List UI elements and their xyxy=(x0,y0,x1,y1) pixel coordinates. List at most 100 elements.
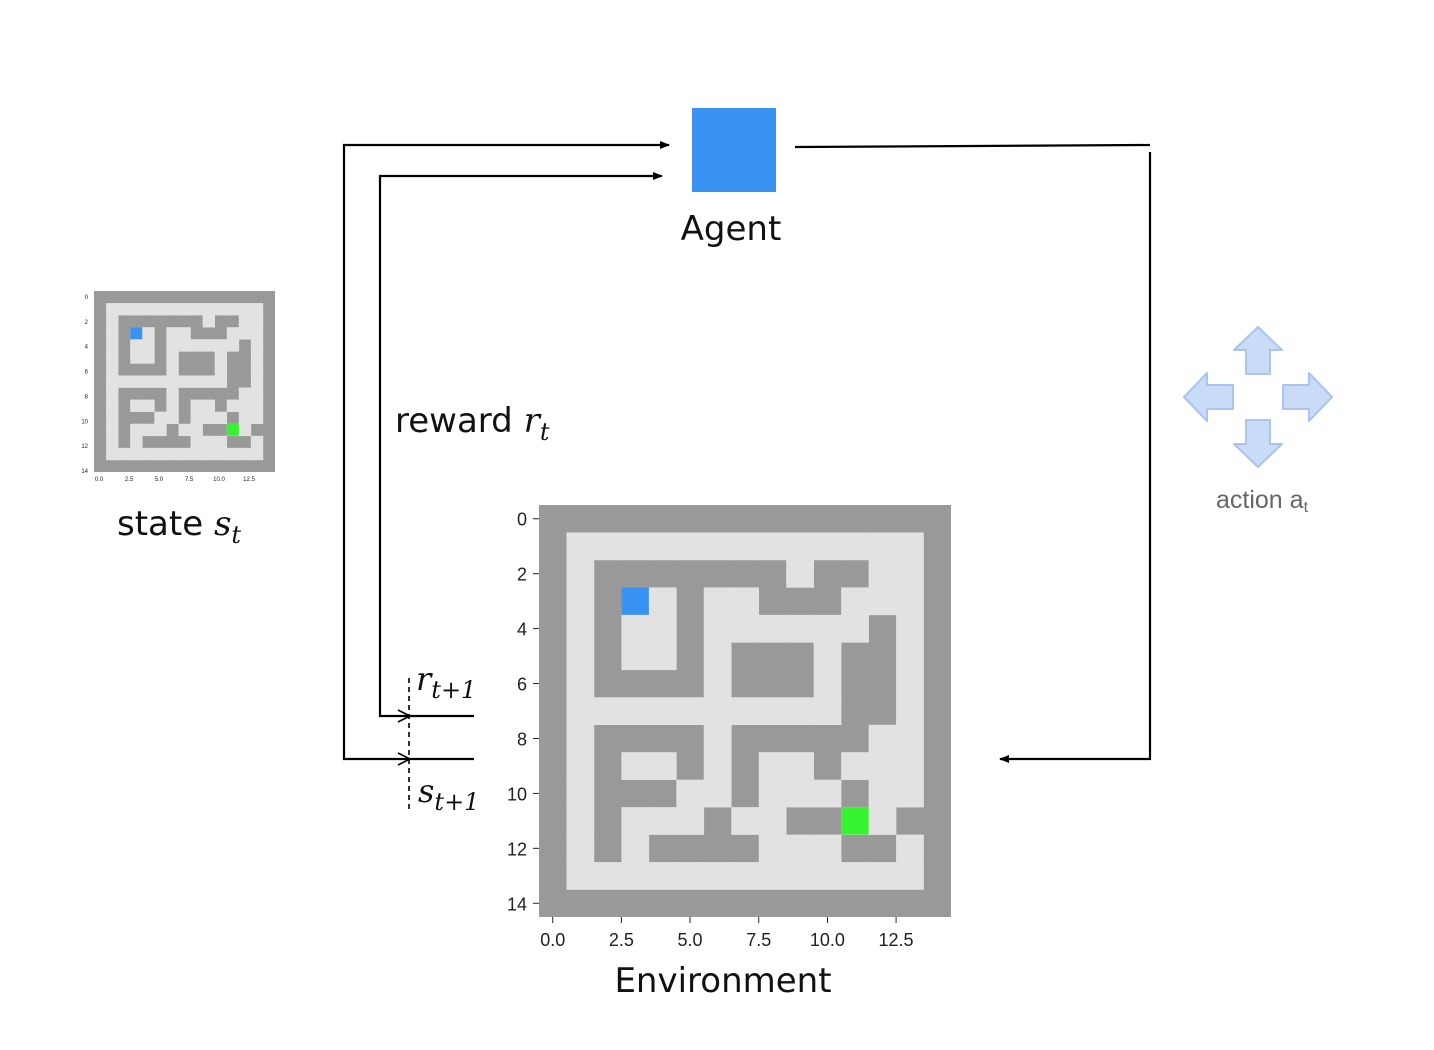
environment-maze-path-cell xyxy=(593,532,622,561)
state-maze-goal-cell xyxy=(226,423,239,436)
environment-maze-path-cell xyxy=(676,532,705,561)
state-maze-path-cell xyxy=(118,447,131,461)
environment-x-tick-label: 12.5 xyxy=(879,930,914,950)
environment-maze-path-cell xyxy=(731,587,760,616)
environment-maze-path-cell xyxy=(566,752,595,780)
environment-maze-path-cell xyxy=(896,779,924,808)
environment-maze-path-cell xyxy=(648,532,677,561)
environment-maze-path-cell xyxy=(676,807,705,835)
state-maze-path-cell xyxy=(202,375,215,388)
state-maze-path-cell xyxy=(166,351,179,364)
environment-maze-path-cell xyxy=(703,779,732,808)
state-maze-path-cell xyxy=(214,303,228,316)
state-maze-path-cell xyxy=(166,375,179,388)
environment-y-tick-label: 8 xyxy=(517,729,527,749)
state-symbol: s xyxy=(214,504,231,544)
environment-maze-path-cell xyxy=(868,752,897,780)
state-maze-path-cell xyxy=(226,339,240,352)
state-maze-path-cell xyxy=(106,303,119,316)
state-prefix: state xyxy=(117,504,214,544)
next-reward-subscript: t+1 xyxy=(431,676,476,704)
agent-square[interactable] xyxy=(692,108,776,192)
state-maze-path-cell xyxy=(178,339,191,352)
environment-x-tick-label: 10.0 xyxy=(810,930,845,950)
environment-maze-path-cell xyxy=(841,862,869,890)
reward-label: reward rt xyxy=(395,401,550,446)
environment-y-tick-label: 10 xyxy=(507,784,527,804)
state-maze-path-cell xyxy=(154,447,167,461)
environment-maze-path-cell xyxy=(758,834,787,863)
action-label-text: action a xyxy=(1216,486,1304,514)
state-maze-y-tick: 8 xyxy=(85,394,89,400)
environment-maze-path-cell xyxy=(676,697,705,726)
state-maze-path-cell xyxy=(202,339,215,352)
state-maze-path-cell xyxy=(250,387,264,400)
environment-maze[interactable] xyxy=(539,505,951,917)
state-maze-path-cell xyxy=(106,387,119,400)
state-maze-path-cell xyxy=(214,375,228,388)
environment-maze-path-cell xyxy=(868,862,897,890)
state-maze-path-cell xyxy=(142,303,155,316)
reward-prefix: reward xyxy=(395,401,524,441)
state-maze-path-cell xyxy=(238,423,252,437)
environment-maze-path-cell xyxy=(566,807,595,835)
environment-x-tick-label: 0.0 xyxy=(540,930,565,950)
environment-maze-path-cell xyxy=(868,807,897,835)
environment-maze-path-cell xyxy=(703,669,732,698)
state-maze-path-cell xyxy=(130,447,143,461)
state-maze-path-cell xyxy=(226,327,240,340)
state-maze-path-cell xyxy=(130,339,143,352)
environment-maze-path-cell xyxy=(868,559,897,588)
action-subscript: t xyxy=(1304,499,1309,516)
action-label: action at xyxy=(1216,486,1309,516)
next-reward-label: rt+1 xyxy=(416,660,476,704)
state-maze-path-cell xyxy=(202,435,215,449)
next-reward-symbol: r xyxy=(416,660,433,698)
environment-maze-path-cell xyxy=(813,614,842,643)
environment-maze-path-cell xyxy=(896,532,924,561)
state-maze-path-cell xyxy=(226,399,240,412)
state-maze-path-cell xyxy=(250,315,264,328)
environment-maze-agent-cell xyxy=(621,587,649,615)
environment-maze-path-cell xyxy=(786,697,814,726)
state-maze-path-cell xyxy=(142,399,155,412)
environment-maze-path-cell xyxy=(566,669,595,698)
environment-maze-path-cell xyxy=(758,862,787,890)
state-maze-path-cell xyxy=(106,315,119,328)
environment-maze-path-cell xyxy=(566,532,595,561)
state-maze-path-cell xyxy=(202,447,215,461)
state-maze-y-tick: 14 xyxy=(81,469,88,475)
action-line-top xyxy=(794,143,1151,149)
environment-maze-path-cell xyxy=(703,587,732,616)
arrow-up-icon xyxy=(1233,326,1283,375)
state-maze-y-tick: 2 xyxy=(85,320,89,326)
state-maze-path-cell xyxy=(142,351,155,364)
state-maze-y-tick: 6 xyxy=(85,370,89,376)
state-maze-x-tick: 7.5 xyxy=(185,477,194,483)
state-maze-path-cell xyxy=(130,351,143,364)
environment-maze-path-cell xyxy=(566,697,595,726)
state-maze-path-cell xyxy=(250,375,264,388)
state-label: state st xyxy=(117,504,241,549)
state-maze-path-cell xyxy=(250,303,264,316)
environment-maze-path-cell xyxy=(868,587,897,616)
environment-maze-path-cell xyxy=(703,614,732,643)
state-maze-path-cell xyxy=(214,351,228,364)
environment-maze-path-cell xyxy=(566,559,595,588)
environment-maze-path-cell xyxy=(621,752,650,780)
environment-maze-path-cell xyxy=(841,587,869,616)
environment-maze-path-cell xyxy=(621,614,650,643)
state-maze-path-cell xyxy=(178,303,191,316)
state-maze-x-tick: 12.5 xyxy=(243,477,255,483)
environment-maze-path-cell xyxy=(758,752,787,780)
state-maze-path-cell xyxy=(178,447,191,461)
state-maze-path-cell xyxy=(250,411,264,425)
state-maze-x-tick: 5.0 xyxy=(155,477,164,483)
state-maze-path-cell xyxy=(118,303,131,316)
state-maze-y-tick: 4 xyxy=(85,345,89,351)
state-maze-x-tick: 2.5 xyxy=(125,477,134,483)
state-maze-path-cell xyxy=(190,375,203,388)
environment-x-tick-label: 5.0 xyxy=(678,930,703,950)
environment-maze-path-cell xyxy=(813,834,842,863)
